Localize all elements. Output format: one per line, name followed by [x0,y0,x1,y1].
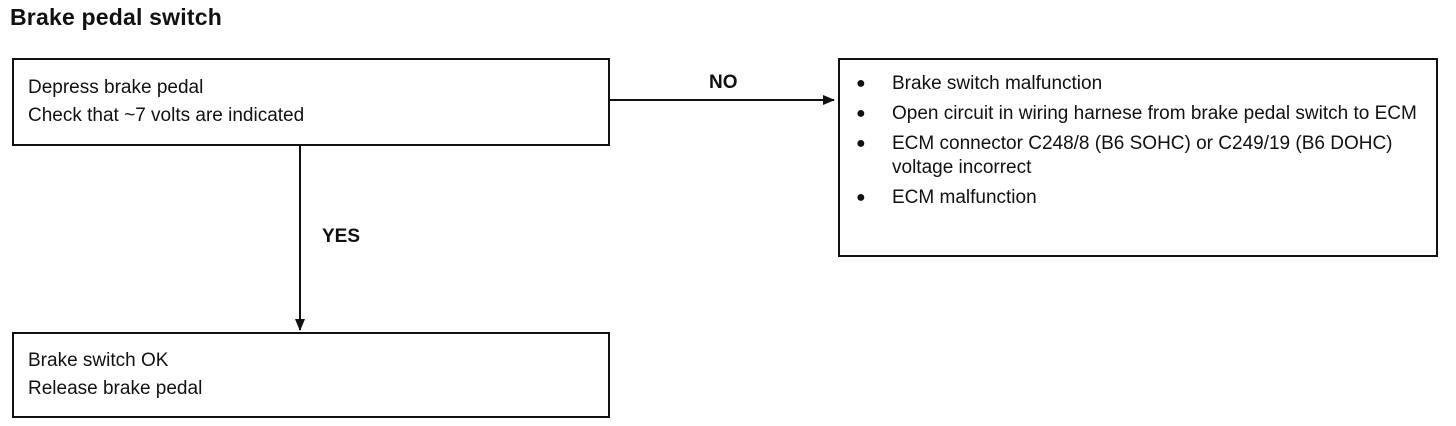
check-step-line: Check that ~7 volts are indicated [28,105,305,126]
fault-cause-text: ECM malfunction [892,187,1037,208]
bullet-icon: ● [856,135,866,152]
check-voltage-box: Depress brake pedal Check that ~7 volts … [12,58,610,146]
bullet-icon: ● [856,189,866,206]
fault-cause-text: Brake switch malfunction [892,73,1103,94]
switch-ok-box: Brake switch OK Release brake pedal [12,332,610,418]
ok-step-line: Release brake pedal [28,378,203,399]
fault-causes-box: ● Brake switch malfunction ● Open circui… [838,58,1438,257]
ok-step-line: Brake switch OK [28,350,169,371]
fault-causes-list: ● Brake switch malfunction ● Open circui… [854,72,1424,210]
check-step-line: Depress brake pedal [28,77,204,98]
fault-cause-item: ● Open circuit in wiring harnese from br… [854,102,1424,126]
yes-branch-label: YES [322,226,361,247]
bullet-icon: ● [856,105,866,122]
diagram-title: Brake pedal switch [10,4,222,30]
no-branch-label: NO [709,72,738,93]
fault-cause-item: ● Brake switch malfunction [854,72,1424,96]
fault-cause-item: ● ECM connector C248/8 (B6 SOHC) or C249… [854,132,1424,180]
fault-cause-item: ● ECM malfunction [854,186,1424,210]
bullet-icon: ● [856,75,866,92]
fault-cause-text: ECM connector C248/8 (B6 SOHC) or C249/1… [892,133,1393,178]
fault-cause-text: Open circuit in wiring harnese from brak… [892,103,1417,124]
